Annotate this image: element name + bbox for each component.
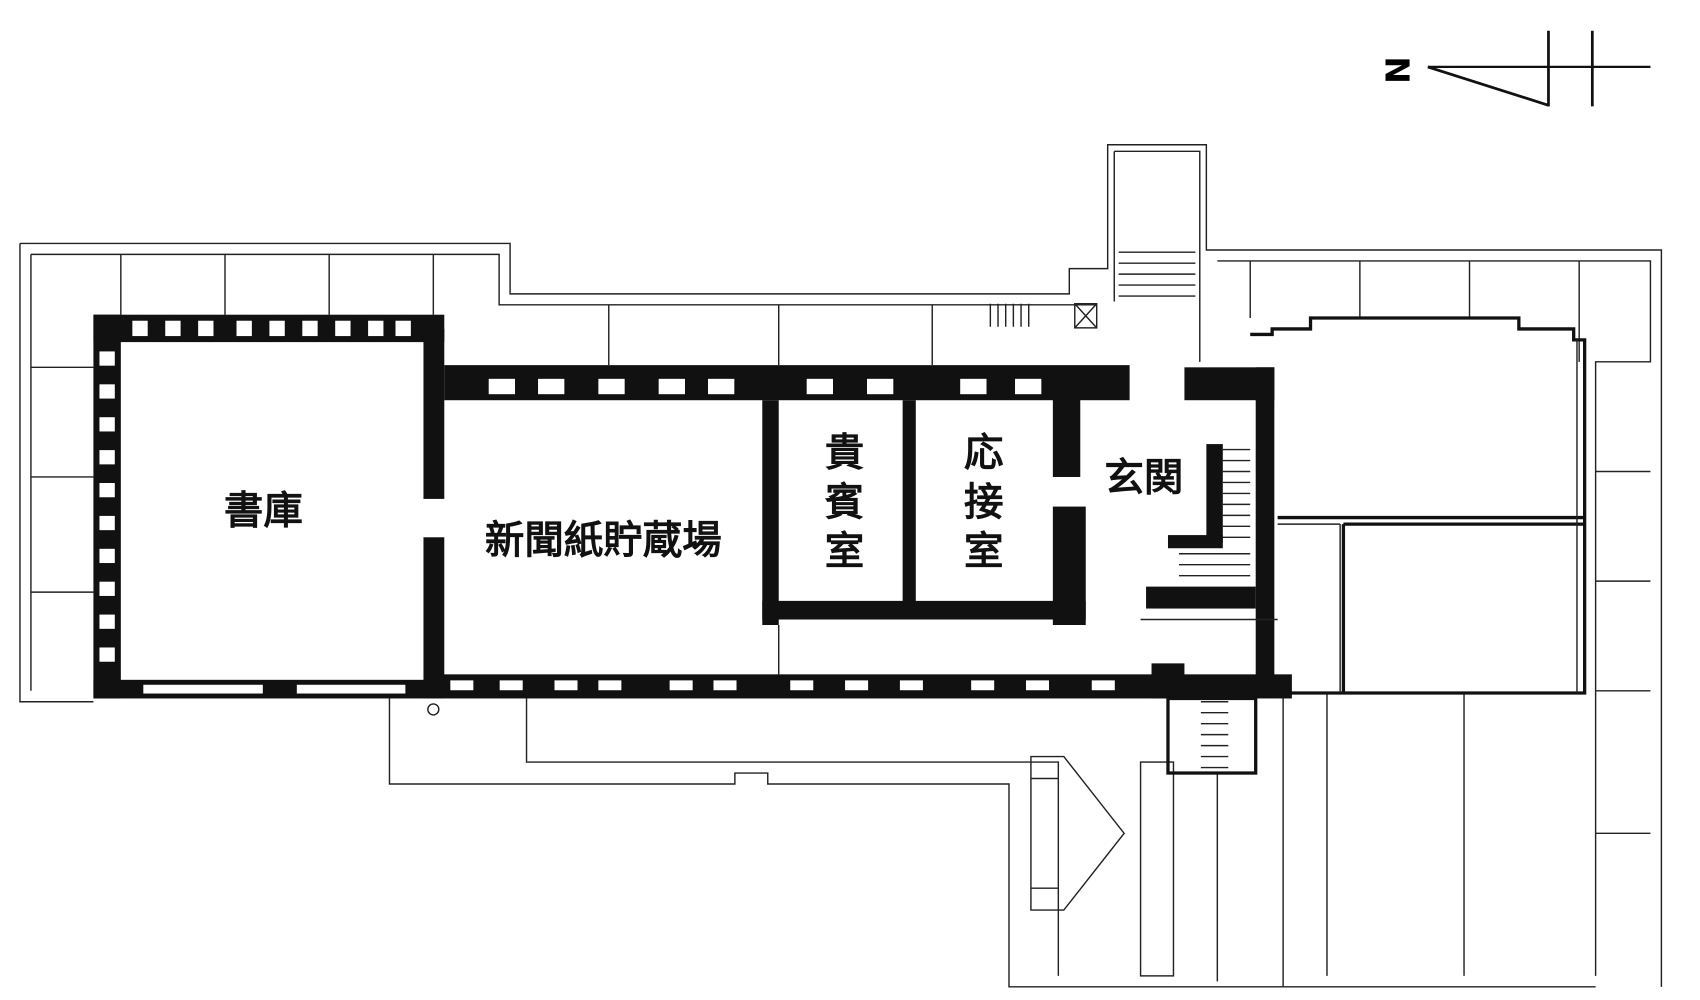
window <box>301 319 319 338</box>
window <box>268 319 286 338</box>
window <box>970 679 996 692</box>
room-label-reception-room: 応 接 室 <box>964 430 1004 575</box>
window <box>98 350 116 367</box>
window <box>597 679 623 692</box>
svg-text:応: 応 <box>964 430 1004 476</box>
window <box>712 679 738 692</box>
window <box>1090 679 1116 692</box>
window <box>98 416 116 433</box>
window <box>865 377 895 396</box>
window <box>498 679 524 692</box>
window <box>1013 377 1043 396</box>
window <box>98 383 116 400</box>
window <box>98 580 116 598</box>
svg-text:室: 室 <box>964 529 1003 575</box>
stairs <box>778 448 1278 775</box>
windows <box>98 319 1116 695</box>
window <box>295 683 407 695</box>
right-wing <box>1250 316 1587 695</box>
window <box>668 679 694 692</box>
window <box>536 377 566 396</box>
window <box>553 679 579 692</box>
window <box>597 377 626 396</box>
svg-text:接: 接 <box>964 479 1003 525</box>
window <box>235 319 253 338</box>
window <box>98 449 116 466</box>
window <box>805 377 835 396</box>
room-label-newspaper-storage: 新聞紙貯蔵場 <box>485 518 722 564</box>
window <box>98 613 116 630</box>
window <box>843 679 870 692</box>
svg-text:賓: 賓 <box>825 479 864 525</box>
room-label-stacks: 書庫 <box>224 488 303 534</box>
window <box>197 319 215 338</box>
window <box>98 646 116 663</box>
window <box>449 679 475 692</box>
window <box>98 514 116 532</box>
window <box>98 481 116 499</box>
window <box>366 319 385 338</box>
room-label-vip-room: 貴 賓 室 <box>825 430 864 575</box>
svg-text:室: 室 <box>825 529 864 575</box>
window <box>98 547 116 565</box>
window <box>142 683 264 695</box>
window <box>164 319 182 338</box>
window <box>1024 679 1051 692</box>
window <box>706 377 736 396</box>
svg-text:貴: 貴 <box>825 430 864 476</box>
window <box>487 377 517 396</box>
room-label-entrance: 玄関 <box>1104 455 1183 501</box>
north-arrow-icon: N <box>1377 30 1651 107</box>
north-label: N <box>1377 56 1416 84</box>
window <box>657 377 687 396</box>
window <box>789 679 815 692</box>
site-outline <box>19 144 1663 988</box>
window <box>131 319 149 338</box>
window <box>394 319 412 338</box>
window <box>898 679 925 692</box>
window <box>959 377 988 396</box>
window <box>334 319 352 338</box>
